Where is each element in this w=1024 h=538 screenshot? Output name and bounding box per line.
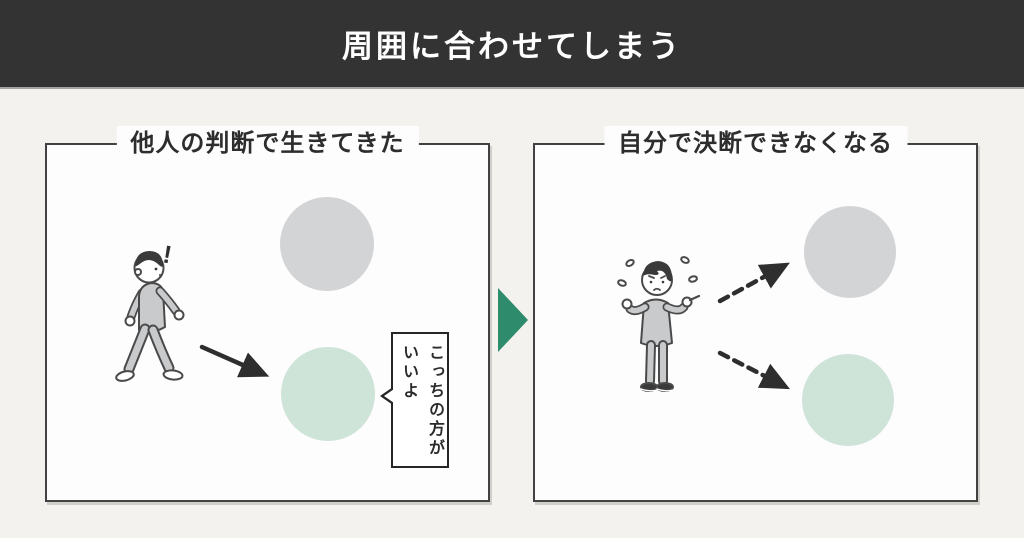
option-circle-gray <box>280 197 374 291</box>
option-circle-green <box>802 354 894 446</box>
page-title: 周囲に合わせてしまう <box>342 29 682 64</box>
transition-arrow-icon <box>498 288 528 352</box>
panel-after: 自分で決断できなくなる <box>533 126 978 502</box>
speech-bubble-text: こっちの方がいいよ <box>400 344 443 458</box>
header-band: 周囲に合わせてしまう <box>0 0 1024 87</box>
hesitation-arrow-down-icon <box>717 350 790 390</box>
option-circle-green <box>281 347 375 441</box>
panel-before-title: 他人の判断で生きてきた <box>116 126 419 162</box>
panel-after-title: 自分で決断できなくなる <box>604 126 907 162</box>
hesitation-arrow-up-icon <box>717 262 790 304</box>
confused-person-icon <box>617 256 701 392</box>
option-circle-gray <box>804 206 896 298</box>
walking-person-icon <box>115 251 185 382</box>
speech-bubble: こっちの方がいいよ <box>380 332 449 468</box>
choice-arrow-icon <box>199 344 270 378</box>
panel-before: 他人の判断で生きてきた ! <box>45 126 490 502</box>
